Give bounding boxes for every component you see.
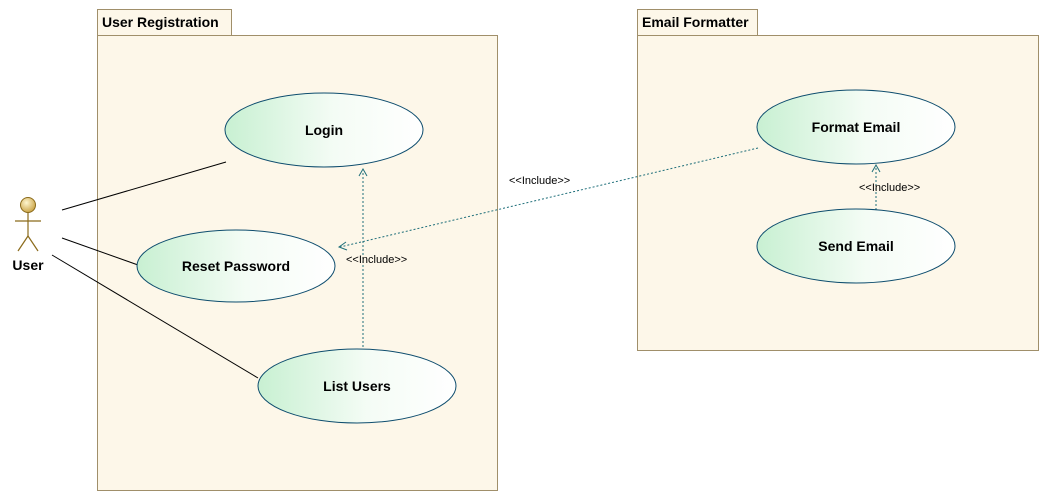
use-case-format-email[interactable]: Format Email: [756, 89, 956, 165]
package-title-email-formatter: Email Formatter: [642, 14, 749, 30]
use-case-label-send-email: Send Email: [818, 238, 893, 254]
package-email-formatter[interactable]: Email Formatter: [637, 9, 1039, 351]
use-case-label-list-users: List Users: [323, 378, 391, 394]
use-case-label-format-email: Format Email: [812, 119, 901, 135]
use-case-list-users[interactable]: List Users: [257, 348, 457, 424]
include-send-email-to-format-email[interactable]: [871, 163, 881, 210]
stereotype-include-send-to-format: <<Include>>: [859, 182, 920, 194]
association-user-list-users[interactable]: [51, 254, 259, 379]
use-case-label-reset-password: Reset Password: [182, 258, 290, 274]
association-user-reset-password[interactable]: [61, 237, 139, 266]
include-list-users-to-login[interactable]: [358, 167, 368, 351]
stereotype-include-list-to-login: <<Include>>: [346, 254, 407, 266]
actor-user[interactable]: User: [12, 197, 44, 274]
use-case-label-login: Login: [305, 122, 343, 138]
use-case-send-email[interactable]: Send Email: [756, 208, 956, 284]
include-format-email-to-reset-password[interactable]: [337, 147, 759, 251]
actor-label: User: [12, 257, 44, 273]
association-user-login[interactable]: [61, 161, 227, 211]
use-case-login[interactable]: Login: [224, 92, 424, 168]
stick-figure-icon: [15, 197, 41, 252]
package-title-user-registration: User Registration: [102, 14, 219, 30]
stereotype-include-format-to-reset: <<Include>>: [509, 175, 570, 187]
use-case-reset-password[interactable]: Reset Password: [136, 229, 336, 303]
